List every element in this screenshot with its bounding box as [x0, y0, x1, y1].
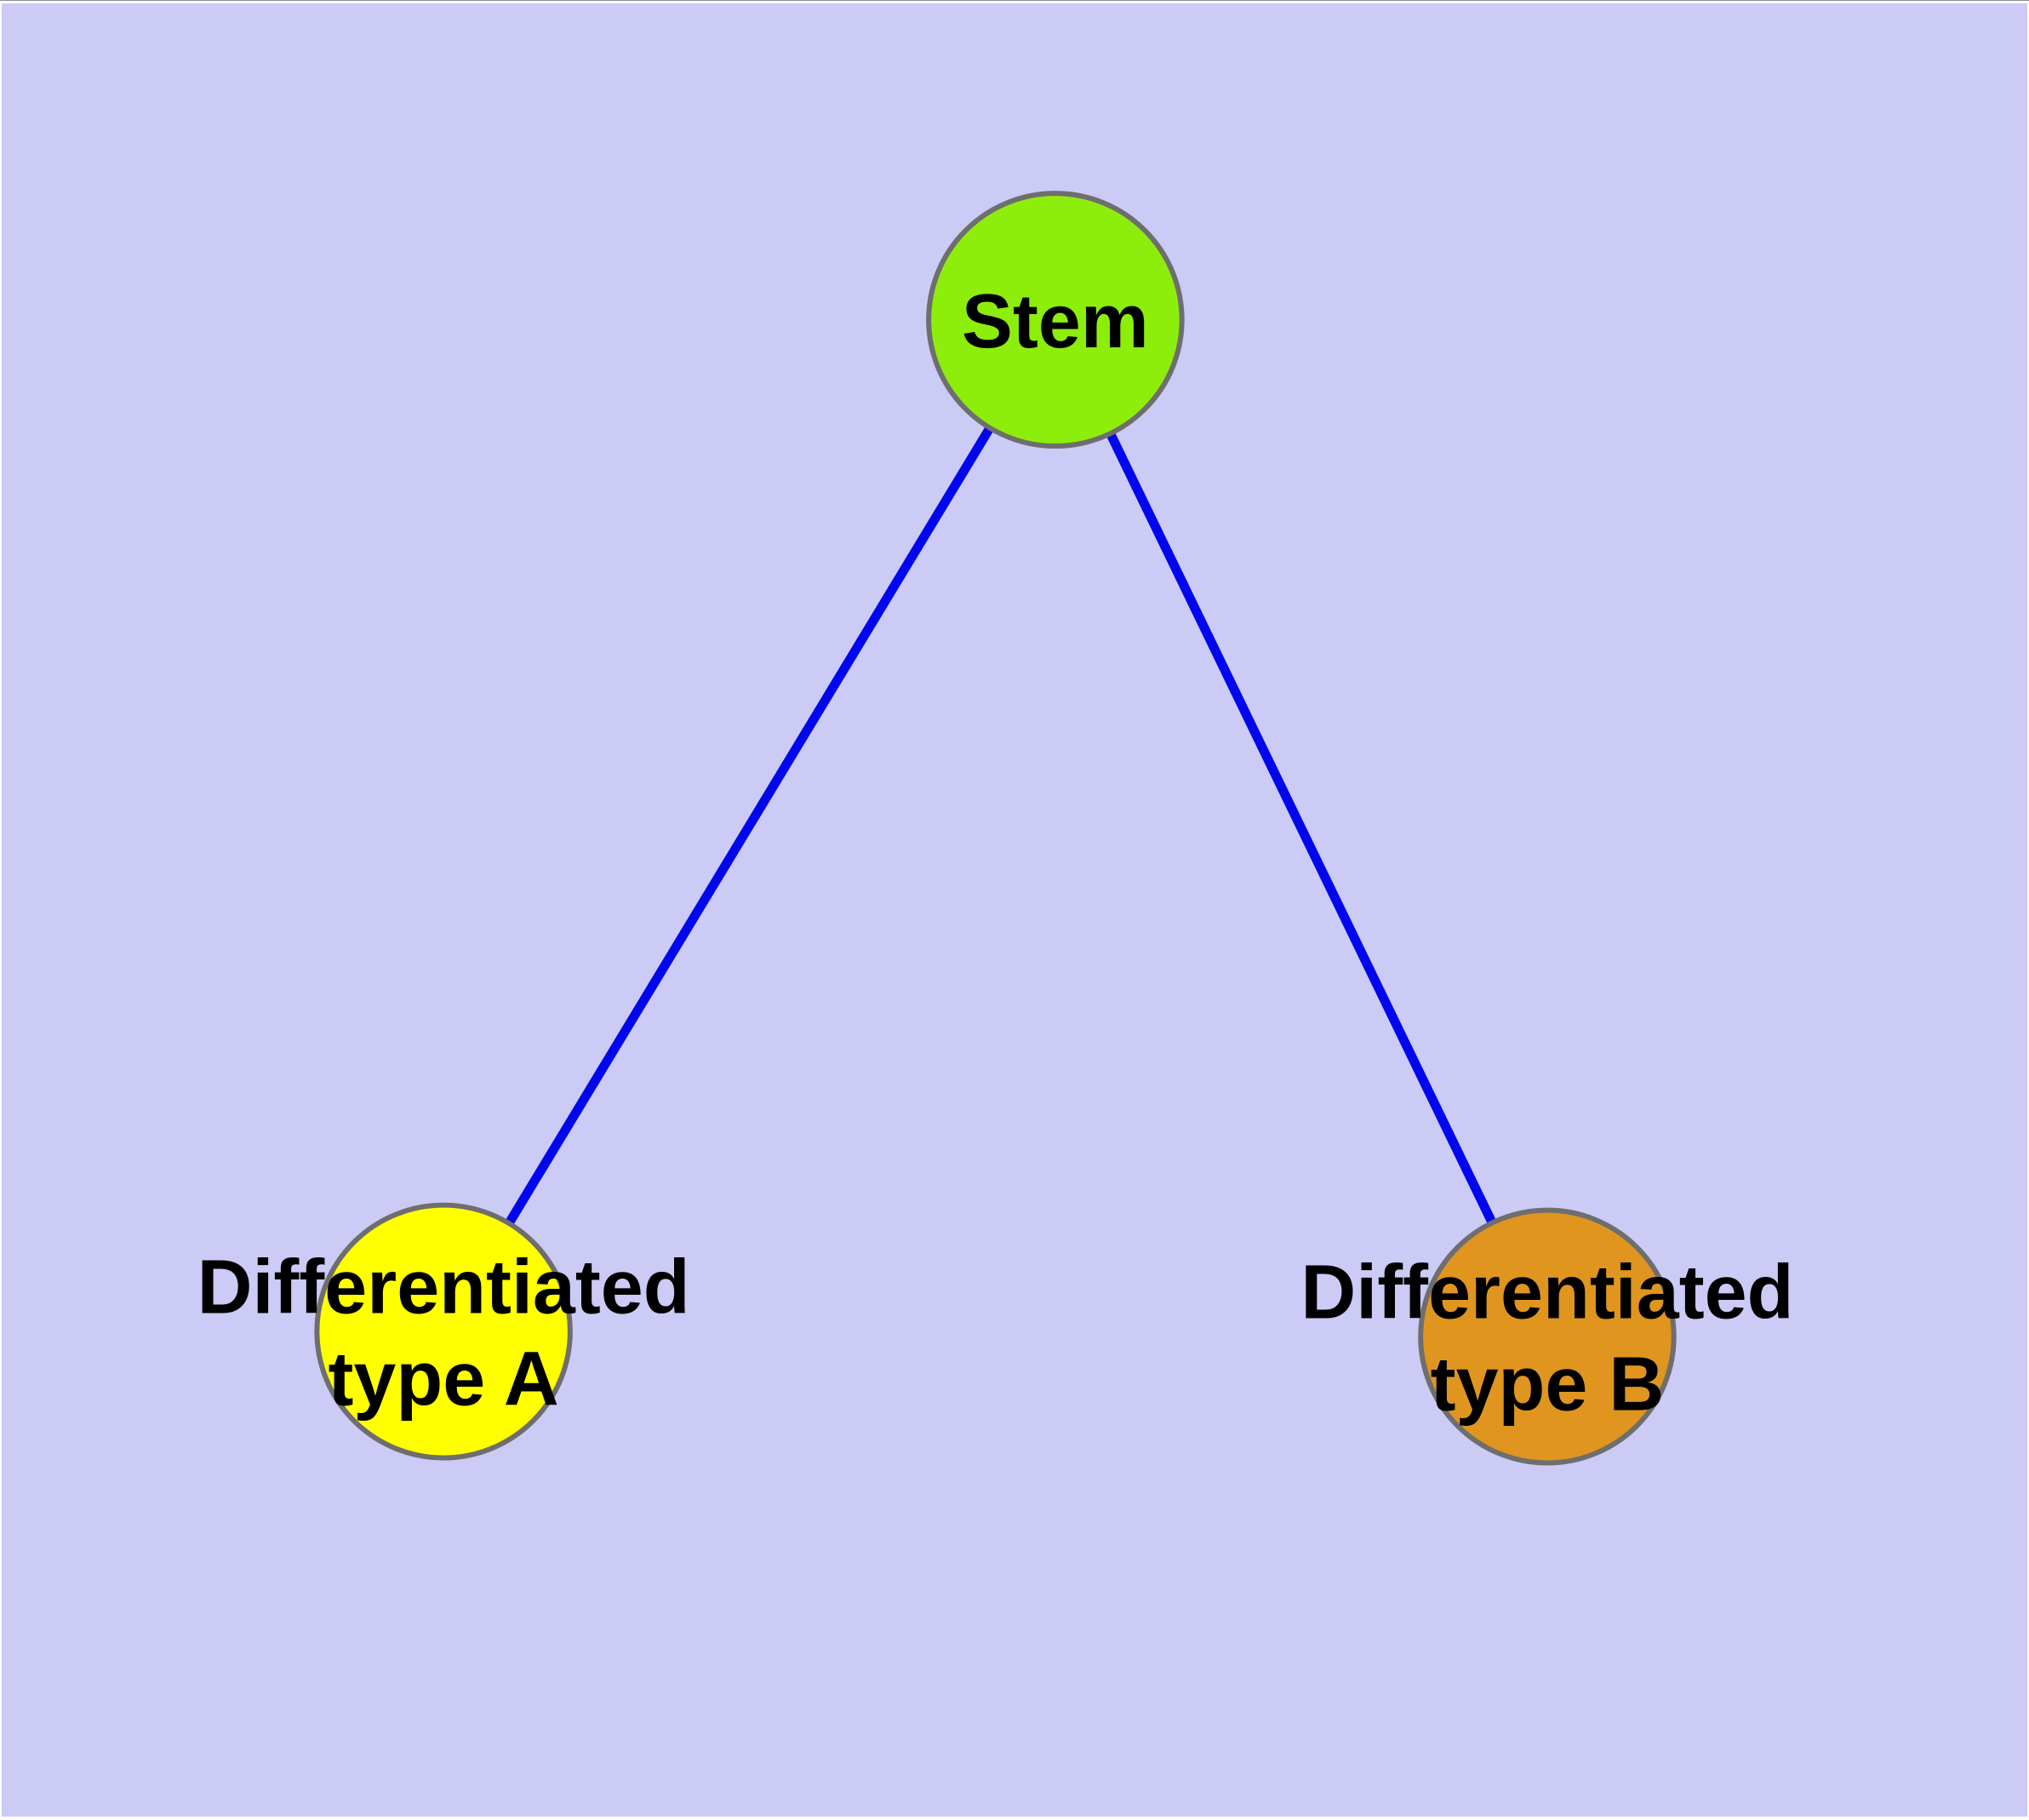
node-label-line: type B: [1431, 1342, 1665, 1427]
graph-edge-stem-type-b: [1050, 318, 1552, 1339]
node-label-line: Stem: [962, 279, 1149, 364]
graph-node-stem: [926, 191, 1185, 449]
graph-node-type-a: [314, 1202, 573, 1461]
node-label-stem: Stem: [962, 279, 1149, 364]
node-label-line: Differentiated: [1300, 1251, 1793, 1336]
graph-node-type-b: [1418, 1207, 1677, 1466]
nodes-layer: [314, 191, 1677, 1466]
node-label-line: Differentiated: [197, 1245, 690, 1331]
node-label-line: type A: [329, 1336, 559, 1422]
edges-layer: [439, 317, 1552, 1339]
graph-edge-stem-type-a: [439, 317, 1060, 1334]
